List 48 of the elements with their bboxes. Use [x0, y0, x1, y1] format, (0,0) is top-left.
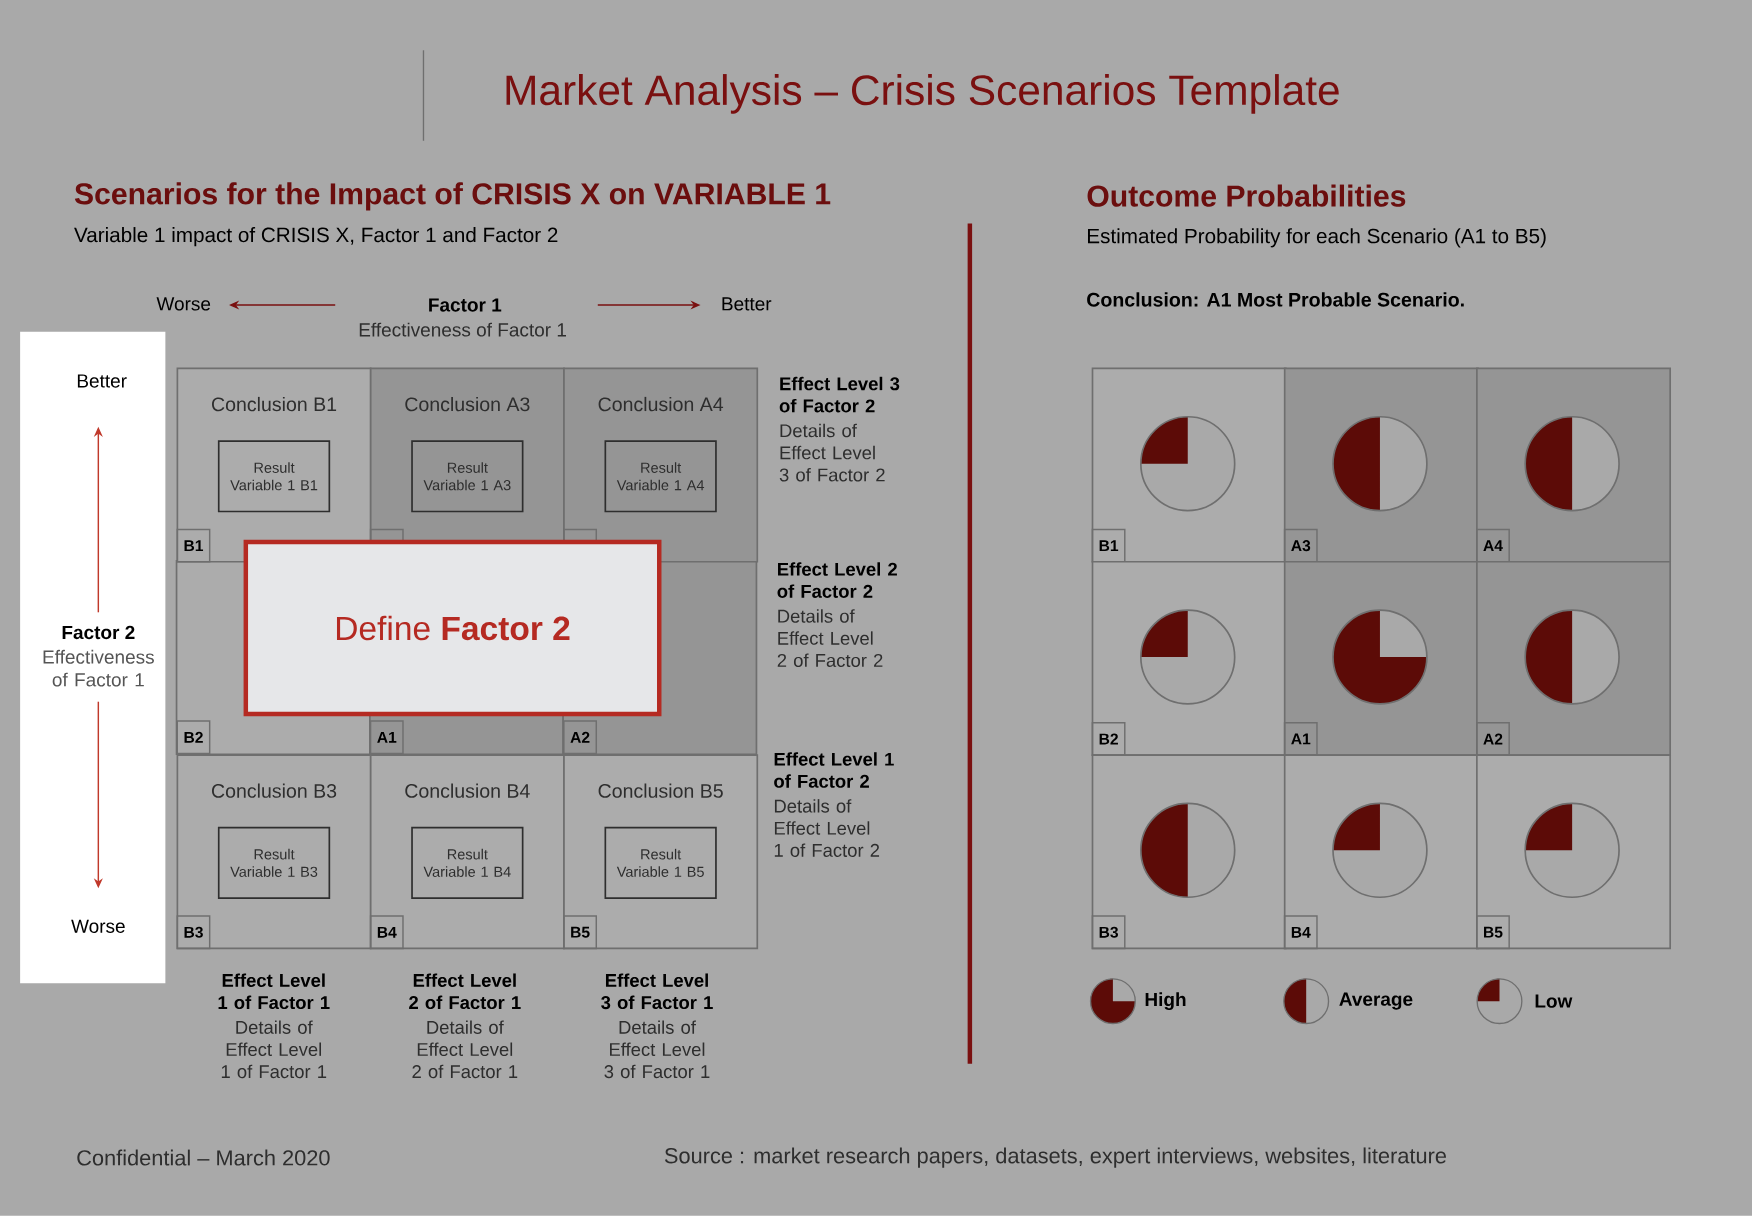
result-box: Result Variable 1 B4 [411, 827, 524, 900]
axis-label: Better [77, 374, 127, 388]
level-details: Details of Effect Level 3 of Factor 1 [604, 1020, 710, 1079]
legend-label: Average [1339, 992, 1413, 1010]
level-details: Details of Effect Level 2 of Factor 2 [777, 609, 883, 668]
scenario-tag: B3 [1091, 915, 1126, 950]
level-heading: Effect Level 1 of Factor 1 [218, 973, 330, 1010]
source-note: Source : market research papers, datasets, expert interviews, websites, literature [664, 1147, 1446, 1168]
axis-label: Better [722, 297, 772, 311]
level-heading: Effect Level 3 of Factor 1 [601, 973, 713, 1010]
scenario-tag: B3 [176, 915, 211, 950]
subheading: Variable 1 impact of CRISIS X, Factor 1 and Factor 2 [74, 227, 558, 247]
scenario-tag: B5 [563, 915, 597, 950]
axis-title: Factor 1 [429, 298, 502, 312]
scenario-tag: B4 [369, 915, 404, 950]
scenario-tag: B4 [1283, 915, 1318, 950]
scenario-tag: A2 [563, 720, 597, 755]
level-details: Details of Effect Level 3 of Factor 2 [779, 423, 885, 482]
level-details: Details of Effect Level 1 of Factor 1 [221, 1020, 327, 1079]
result-box: Result Variable 1 B5 [604, 827, 717, 900]
level-heading: Effect Level 2 of Factor 1 [409, 973, 521, 1010]
legend-label: High [1145, 992, 1186, 1011]
level-heading: Effect Level 3 of Factor 2 [779, 376, 900, 413]
level-details: Details of Effect Level 2 of Factor 1 [412, 1020, 518, 1079]
result-box: Result Variable 1 A3 [411, 440, 524, 513]
footer-text: Confidential – March 2020 [77, 1149, 330, 1166]
level-details: Details of Effect Level 1 of Factor 2 [774, 799, 880, 858]
scenario-tag: B2 [176, 720, 211, 755]
axis-title: Factor 2 [62, 625, 135, 640]
result-box: Result Variable 1 A4 [604, 440, 717, 513]
legend-label: Low [1535, 994, 1573, 1008]
conclusion-text: Conclusion: A1 Most Probable Scenario. [1087, 292, 1464, 307]
subheading: Estimated Probability for each Scenario (A1 to B5) [1088, 228, 1546, 248]
level-heading: Effect Level 1 of Factor 2 [774, 752, 894, 788]
scenario-tag: B1 [176, 528, 211, 563]
level-heading: Effect Level 2 of Factor 2 [777, 562, 897, 599]
title: Market Analysis – Crisis Scenarios Template [506, 74, 1339, 114]
factor-dialog: Define Factor 2 [243, 539, 662, 717]
result-box: Result Variable 1 B3 [217, 827, 331, 900]
scenario-tag: A1 [369, 720, 404, 755]
section-heading: Scenarios for the Impact of CRISIS X on VARIABLE 1 [74, 182, 831, 211]
axis-label: Effectiveness of Factor 1 [359, 322, 566, 337]
axis-label: Effectiveness of Factor 1 [43, 650, 154, 687]
axis-label: Worse [71, 919, 125, 934]
section-heading: Outcome Probabilities [1087, 184, 1406, 207]
scenario-tag: B5 [1476, 915, 1510, 950]
axis-label: Worse [156, 297, 211, 311]
result-box: Result Variable 1 B1 [217, 440, 331, 513]
